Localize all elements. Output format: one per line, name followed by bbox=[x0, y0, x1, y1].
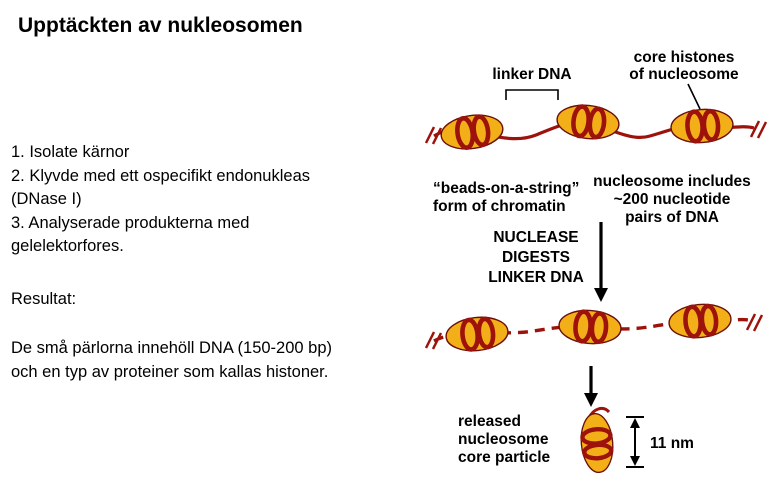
nucleosome-bead bbox=[558, 308, 622, 345]
nucleosome-bead bbox=[444, 314, 509, 353]
nucleosome-bead bbox=[555, 102, 620, 141]
measure-arrow-down bbox=[630, 456, 640, 466]
down-arrow-head bbox=[584, 393, 598, 407]
result-line: och en typ av proteiner som kallas histo… bbox=[11, 362, 329, 381]
procedure-steps: 1. Isolate kärnor 2. Klyvde med ett ospe… bbox=[11, 141, 310, 259]
released-particle-caption: released bbox=[458, 413, 521, 430]
nucleosome-bead bbox=[668, 302, 733, 340]
step-line: 3. Analyserade produkterna med bbox=[11, 213, 250, 232]
nucleosome-includes-caption: ~200 nucleotide bbox=[614, 191, 731, 208]
nuclease-step-label: NUCLEASE bbox=[493, 229, 578, 246]
core-histones-label: of nucleosome bbox=[629, 66, 739, 83]
size-label: 11 nm bbox=[650, 435, 694, 452]
result-label: Resultat: bbox=[11, 290, 77, 308]
chromatin-break-mark bbox=[424, 126, 443, 145]
core-histones-pointer-line bbox=[687, 83, 701, 110]
core-histones-label: core histones bbox=[634, 49, 735, 66]
nucleosome-bead bbox=[439, 111, 505, 152]
step-line: gelelektorfores. bbox=[11, 237, 124, 256]
step-line: (DNase I) bbox=[11, 190, 82, 209]
measure-arrow-up bbox=[630, 418, 640, 428]
result-line: De små pärlorna innehöll DNA (150-200 bp… bbox=[11, 339, 333, 357]
chromatin-break-mark bbox=[749, 120, 768, 139]
beads-on-string-caption: “beads-on-a-string” bbox=[433, 180, 579, 197]
size-measure-lines bbox=[626, 416, 644, 468]
nucleosome-includes-caption: nucleosome includes bbox=[593, 173, 751, 190]
linker-dna-bracket bbox=[505, 89, 559, 100]
chromatin-break-mark bbox=[745, 313, 764, 332]
step-line: 2. Klyvde med ett ospecifikt endonukleas bbox=[11, 166, 311, 185]
page-title: Upptäckten av nukleosomen bbox=[18, 14, 303, 37]
linker-dna-label: linker DNA bbox=[492, 66, 571, 83]
result-text: De små pärlorna innehöll DNA (150-200 bp… bbox=[11, 337, 332, 384]
beads-on-string-caption: form of chromatin bbox=[433, 198, 566, 215]
released-particle-caption: nucleosome bbox=[458, 431, 549, 448]
released-particle-caption: core particle bbox=[458, 449, 551, 466]
nucleosome-bead bbox=[670, 107, 734, 144]
down-arrow-head bbox=[594, 288, 608, 302]
step-line: 1. Isolate kärnor bbox=[11, 143, 130, 161]
nuclease-step-label: LINKER DNA bbox=[488, 269, 584, 286]
nucleosome-includes-caption: pairs of DNA bbox=[625, 209, 719, 226]
released-nucleosome-bead bbox=[579, 412, 615, 473]
nuclease-step-label: DIGESTS bbox=[502, 249, 570, 266]
